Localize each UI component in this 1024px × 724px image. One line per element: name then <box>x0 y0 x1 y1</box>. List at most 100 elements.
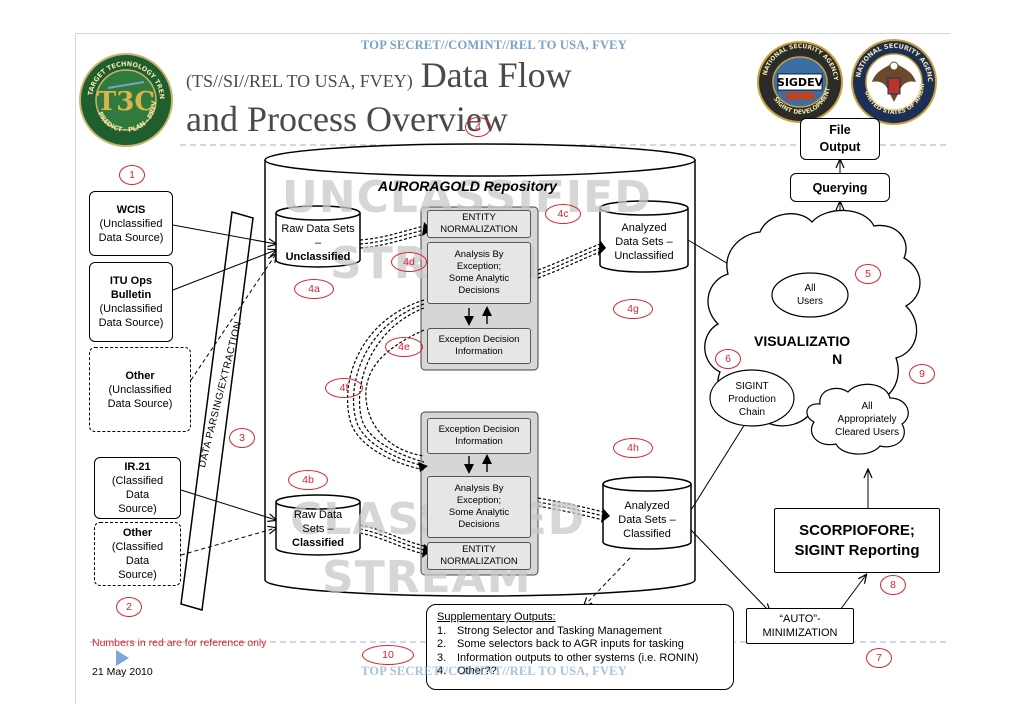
auto-min-line2: MINIMIZATION <box>762 627 838 639</box>
raw-data-unclassified[interactable]: Raw Data Sets – Unclassified <box>276 220 360 266</box>
top-exception-line1: Exception Decision <box>438 334 520 345</box>
page-title-line2: and Process Overview <box>186 99 508 139</box>
ref-4e: 4e <box>385 337 423 357</box>
source-itu-title1: ITU Ops <box>109 275 153 287</box>
top-analysis-line3: Some Analytic <box>448 273 510 284</box>
visualization-line1: VISUALIZATIO <box>754 333 851 349</box>
supplementary-item: 3.Information outputs to other systems (… <box>437 651 699 664</box>
bot-entity-line1: ENTITY <box>462 544 496 555</box>
source-wcis[interactable]: WCIS (Unclassified Data Source) <box>89 191 173 256</box>
repository-cylinder-body <box>264 160 696 597</box>
top-analysis-by-exception[interactable]: Analysis By Exception; Some Analytic Dec… <box>427 242 531 304</box>
footer-date: 21 May 2010 <box>92 666 153 678</box>
parsing-bar <box>180 211 254 611</box>
sigint-chain-line1: SIGINT <box>735 381 769 392</box>
ref-8: 8 <box>880 575 906 595</box>
scorpiofore-box[interactable]: SCORPIOFORE; SIGINT Reporting <box>774 508 940 573</box>
top-analysis-line1: Analysis By <box>454 249 504 260</box>
source-other-unclass-line1: (Unclassified <box>108 383 172 396</box>
source-itu-line2: Data Source) <box>98 317 164 329</box>
tfsc-center-text: T3C <box>97 87 155 117</box>
title-prefix: (TS//SI//REL TO USA, FVEY) <box>186 71 413 91</box>
analyzed-unclass-line2: Data Sets – <box>615 236 673 248</box>
source-itu-title2: Bulletin <box>110 289 152 301</box>
ref-4c: 4c <box>545 204 581 224</box>
analyzed-class-line1: Analyzed <box>624 500 670 512</box>
source-itu-ops-bulletin[interactable]: ITU Ops Bulletin (Unclassified Data Sour… <box>89 262 173 342</box>
nsa-seal-logo: NATIONAL SECURITY AGENCY UNITED STATES O… <box>850 38 937 125</box>
source-other-class-line1: (Classified <box>111 541 164 553</box>
nav-next-icon[interactable] <box>116 650 130 666</box>
sigdev-label: SIGDEV <box>777 76 824 89</box>
file-output-line1: File <box>829 123 851 137</box>
cleared-users-line1: All <box>861 401 873 412</box>
auto-min-line1: “AUTO”- <box>779 613 821 625</box>
analyzed-class-line3: Classified <box>623 528 671 540</box>
raw-class-line1: Raw Data <box>293 509 343 521</box>
visualization-line2: N <box>832 351 843 367</box>
bottom-entity-normalization[interactable]: ENTITY NORMALIZATION <box>427 542 531 570</box>
ref-9: 9 <box>909 364 935 384</box>
all-users[interactable]: All Users <box>776 282 844 308</box>
source-wcis-title: WCIS <box>116 203 146 216</box>
file-output-line2: Output <box>819 140 861 154</box>
raw-unclass-line3: Unclassified <box>285 251 351 263</box>
source-ir21[interactable]: IR.21 (Classified Data Source) <box>94 457 181 519</box>
ref-1: 1 <box>119 165 145 185</box>
bottom-exception-decision[interactable]: Exception Decision Information <box>427 418 531 454</box>
source-itu-line1: (Unclassified <box>99 303 163 315</box>
ref-4g: 4g <box>613 299 653 319</box>
supplementary-item: 2.Some selectors back to AGR inputs for … <box>437 638 684 650</box>
source-other-unclass-title: Other <box>125 369 155 382</box>
source-other-unclassified[interactable]: Other (Unclassified Data Source) <box>89 347 191 432</box>
all-users-line1: All <box>804 283 816 294</box>
analyzed-data-unclassified[interactable]: Analyzed Data Sets – Unclassified <box>600 218 688 266</box>
source-ir21-line2: Data <box>125 489 150 501</box>
bottom-analysis-by-exception[interactable]: Analysis By Exception; Some Analytic Dec… <box>427 476 531 538</box>
raw-unclass-line2: – <box>314 237 322 249</box>
top-entity-line2: NORMALIZATION <box>440 224 518 235</box>
supplementary-item-2: Some selectors back to AGR inputs for ta… <box>457 638 684 650</box>
source-other-class-line2: Data <box>125 555 150 567</box>
bot-entity-line2: NORMALIZATION <box>440 556 518 567</box>
analyzed-class-line2: Data Sets – <box>618 514 676 526</box>
source-ir21-line3: Source) <box>118 503 157 515</box>
supplementary-item: 4.Other?? <box>437 665 497 677</box>
scorpiofore-line2: SIGINT Reporting <box>794 541 920 559</box>
raw-data-classified[interactable]: Raw Data Sets – Classified <box>276 506 360 552</box>
source-other-classified[interactable]: Other (Classified Data Source) <box>94 522 181 586</box>
file-output-box[interactable]: File Output <box>800 118 880 160</box>
top-entity-normalization[interactable]: ENTITY NORMALIZATION <box>427 210 531 238</box>
top-entity-line1: ENTITY <box>462 212 496 223</box>
bot-exception-line1: Exception Decision <box>438 424 520 435</box>
analyzed-unclass-line3: Unclassified <box>614 250 674 262</box>
cleared-users-line2: Appropriately <box>837 414 897 425</box>
source-other-class-title: Other <box>122 527 153 539</box>
ref-4a: 4a <box>294 279 334 299</box>
sigint-chain-line2: Production <box>728 394 776 405</box>
supplementary-item-4: Other?? <box>457 665 497 677</box>
ref-5: 5 <box>855 264 881 284</box>
top-exception-decision[interactable]: Exception Decision Information <box>427 328 531 364</box>
source-ir21-line1: (Classified <box>111 475 164 487</box>
repository-title: AURORAGOLD Repository <box>378 178 557 194</box>
raw-class-line2: Sets – <box>302 523 334 535</box>
sigint-production-chain[interactable]: SIGINT Production Chain <box>712 380 792 419</box>
page-title-line1: (TS//SI//REL TO USA, FVEY) Data Flow <box>186 54 572 96</box>
bot-exception-line2: Information <box>455 436 503 447</box>
source-wcis-line2: Data Source) <box>98 231 164 244</box>
title-part1: Data Flow <box>420 55 572 95</box>
ref-4h: 4h <box>613 438 653 458</box>
all-cleared-users[interactable]: All Appropriately Cleared Users <box>822 400 912 439</box>
ref-4f: 4f <box>325 378 363 398</box>
analyzed-data-classified[interactable]: Analyzed Data Sets – Classified <box>603 496 691 544</box>
sigint-chain-line3: Chain <box>738 407 766 418</box>
supplementary-outputs-box[interactable]: Supplementary Outputs: 1.Strong Selector… <box>426 604 734 690</box>
cleared-users-line3: Cleared Users <box>835 427 899 438</box>
auto-minimization-box[interactable]: “AUTO”- MINIMIZATION <box>746 608 854 644</box>
classification-banner-bottom: TOP SECRET//COMINT//REL TO USA, FVEY <box>361 664 627 678</box>
ref-10: 10 <box>362 645 414 665</box>
repository-cylinder-top <box>264 143 696 177</box>
querying-box[interactable]: Querying <box>790 173 890 202</box>
